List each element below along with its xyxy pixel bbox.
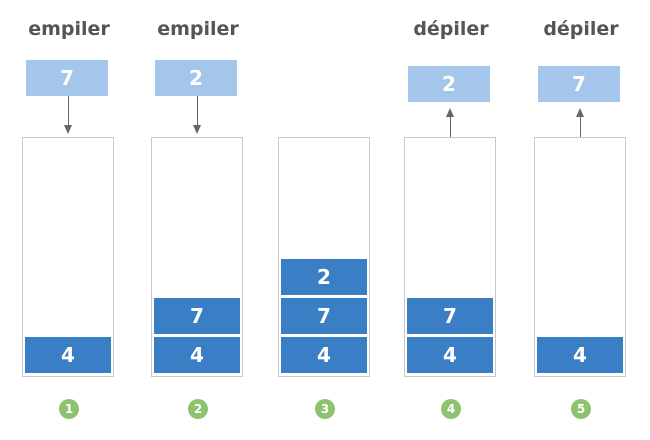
arrow-up-icon	[446, 108, 454, 138]
step-column-4: dépiler 2 7 4 4	[404, 0, 498, 440]
stack-element: 4	[537, 337, 623, 373]
step-column-3: 2 7 4 3	[278, 0, 372, 440]
stack-container: 4	[534, 137, 626, 377]
stack-element: 2	[281, 259, 367, 295]
stack-element: 7	[407, 298, 493, 334]
step-number-badge: 4	[441, 399, 461, 419]
step-column-5: dépiler 7 4 5	[534, 0, 628, 440]
step-number-badge: 2	[188, 399, 208, 419]
operation-label: empiler	[157, 18, 239, 40]
step-number-badge: 1	[59, 399, 79, 419]
stack-container: 2 7 4	[278, 137, 370, 377]
arrow-up-icon	[576, 108, 584, 138]
stack-element: 4	[281, 337, 367, 373]
stack-element: 4	[25, 337, 111, 373]
step-column-1: empiler 7 4 1	[22, 0, 116, 440]
operation-label: dépiler	[413, 18, 489, 40]
step-number-badge: 3	[315, 399, 335, 419]
popped-element: 7	[538, 66, 620, 102]
operation-label: dépiler	[543, 18, 619, 40]
stack-container: 4	[22, 137, 114, 377]
stack-container: 7 4	[151, 137, 243, 377]
arrow-down-icon	[193, 96, 201, 134]
stack-element: 7	[154, 298, 240, 334]
stack-element: 4	[407, 337, 493, 373]
pushed-element: 2	[155, 60, 237, 96]
pushed-element: 7	[26, 60, 108, 96]
stack-element: 7	[281, 298, 367, 334]
step-number-badge: 5	[571, 399, 591, 419]
step-column-2: empiler 2 7 4 2	[151, 0, 245, 440]
stack-container: 7 4	[404, 137, 496, 377]
stack-element: 4	[154, 337, 240, 373]
popped-element: 2	[408, 66, 490, 102]
arrow-down-icon	[64, 96, 72, 134]
operation-label: empiler	[28, 18, 110, 40]
